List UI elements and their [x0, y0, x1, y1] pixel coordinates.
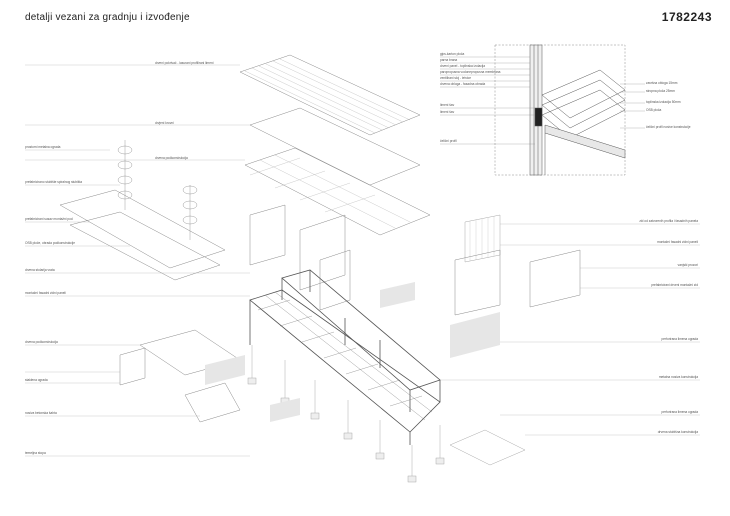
detail-label: gips-karton ploča — [440, 52, 465, 56]
detail-label-right: OSB ploča — [646, 108, 662, 112]
detail-label: ventilirani sloj - letvice — [440, 76, 472, 80]
detail-label-right: toplinska izolacija 50mm — [646, 100, 681, 104]
label-osb: OSB ploče, obrada podkonstrukcije — [25, 241, 75, 245]
left-floor-slab-lower — [69, 211, 221, 281]
label-substructure: drvena podkonstrukcija — [155, 156, 188, 160]
label-door: drvena stolarija vrata — [25, 268, 55, 272]
label-r-fence-2: perforirana limena ograda — [661, 410, 698, 414]
right-railing — [450, 312, 500, 358]
detail-label: drvena obloga - fasadna obrada — [440, 82, 486, 86]
label-roof-cover: drveni pokrivač - lasurani profilirani l… — [155, 61, 214, 65]
bottom-left-door — [184, 382, 241, 423]
detail-label-right: stropna ploča 25mm — [646, 89, 675, 93]
spiral-staircase — [117, 140, 198, 240]
footing — [247, 377, 257, 385]
mid-rail-gray — [380, 282, 415, 308]
detail-label: limeni šav — [440, 110, 455, 114]
label-wood-sub: drvena podkonstrukcija — [25, 340, 58, 344]
label-floor: prefabricirani susav montažni pod — [25, 217, 73, 221]
label-footing: temeljna stopa — [25, 451, 46, 455]
right-fence-panel — [464, 214, 501, 263]
detail-label: limeni šav — [440, 103, 455, 107]
right-stair — [449, 429, 526, 466]
label-r-windows: vanjski prozori — [677, 263, 698, 267]
label-facade-panels: montažni fasadni zidni paneli — [25, 291, 66, 295]
right-wall-box — [454, 249, 501, 316]
label-r-wall: zid od zatvorenih profila i fasadnih pan… — [639, 219, 698, 223]
label-roof-board: drvjeni krovni — [155, 121, 174, 125]
left-leader-lines — [25, 64, 250, 457]
detail-label: drveni panel - toplinska izolacija — [440, 64, 486, 68]
footing — [435, 457, 445, 465]
footing — [407, 475, 417, 483]
footing — [375, 452, 385, 460]
label-r-prefab-wall: prefabricirani drveni montažni zid — [651, 283, 698, 287]
label-r-facade: montažni fasadni zidni paneli — [657, 240, 698, 244]
wall-panel-window — [319, 249, 351, 311]
right-leader-lines — [440, 223, 700, 436]
bottom-left-box — [119, 347, 146, 386]
roof-board — [249, 107, 421, 186]
detail-label: paropropusna vodonepropusna membrana — [440, 70, 501, 74]
bottom-rail-gray-2 — [270, 398, 300, 422]
steel-frame-bottom — [249, 289, 441, 433]
footing — [310, 412, 320, 420]
label-r-steel: metalna nosiva konstrukcija — [658, 375, 698, 379]
right-window-box — [529, 249, 581, 308]
left-floor-slab — [59, 189, 226, 269]
floor-joist-layer — [244, 147, 431, 236]
wall-panel-left — [249, 204, 286, 266]
label-glass-rail: staklena ograda — [25, 378, 48, 382]
detail-label-right: završna obloga 15mm — [646, 81, 678, 85]
detail-label-right: čelični profil nosive konstrukcije — [646, 125, 691, 129]
detail-label: čelični profil — [440, 139, 457, 143]
detail-label: parna brana — [440, 58, 458, 62]
wall-section-detail — [440, 44, 645, 176]
label-spiral-stair: prefabricirano stubište spiralnog stubiš… — [25, 180, 83, 184]
label-concrete: nosiva betonska šahta — [25, 411, 57, 415]
footing — [343, 432, 353, 440]
wall-panel-mid — [299, 214, 346, 291]
label-r-stair: drvena stubišna konstrukcija — [657, 430, 698, 434]
project-code: 1782243 — [661, 10, 712, 24]
sheet-title: detalji vezani za gradnju i izvođenje — [25, 12, 190, 23]
roof-panel — [239, 54, 421, 136]
label-r-fence: perforirana limena ograda — [661, 337, 698, 341]
label-metal-rail: prostorni metalna ograda — [25, 145, 61, 149]
bottom-rail-gray — [205, 355, 245, 385]
